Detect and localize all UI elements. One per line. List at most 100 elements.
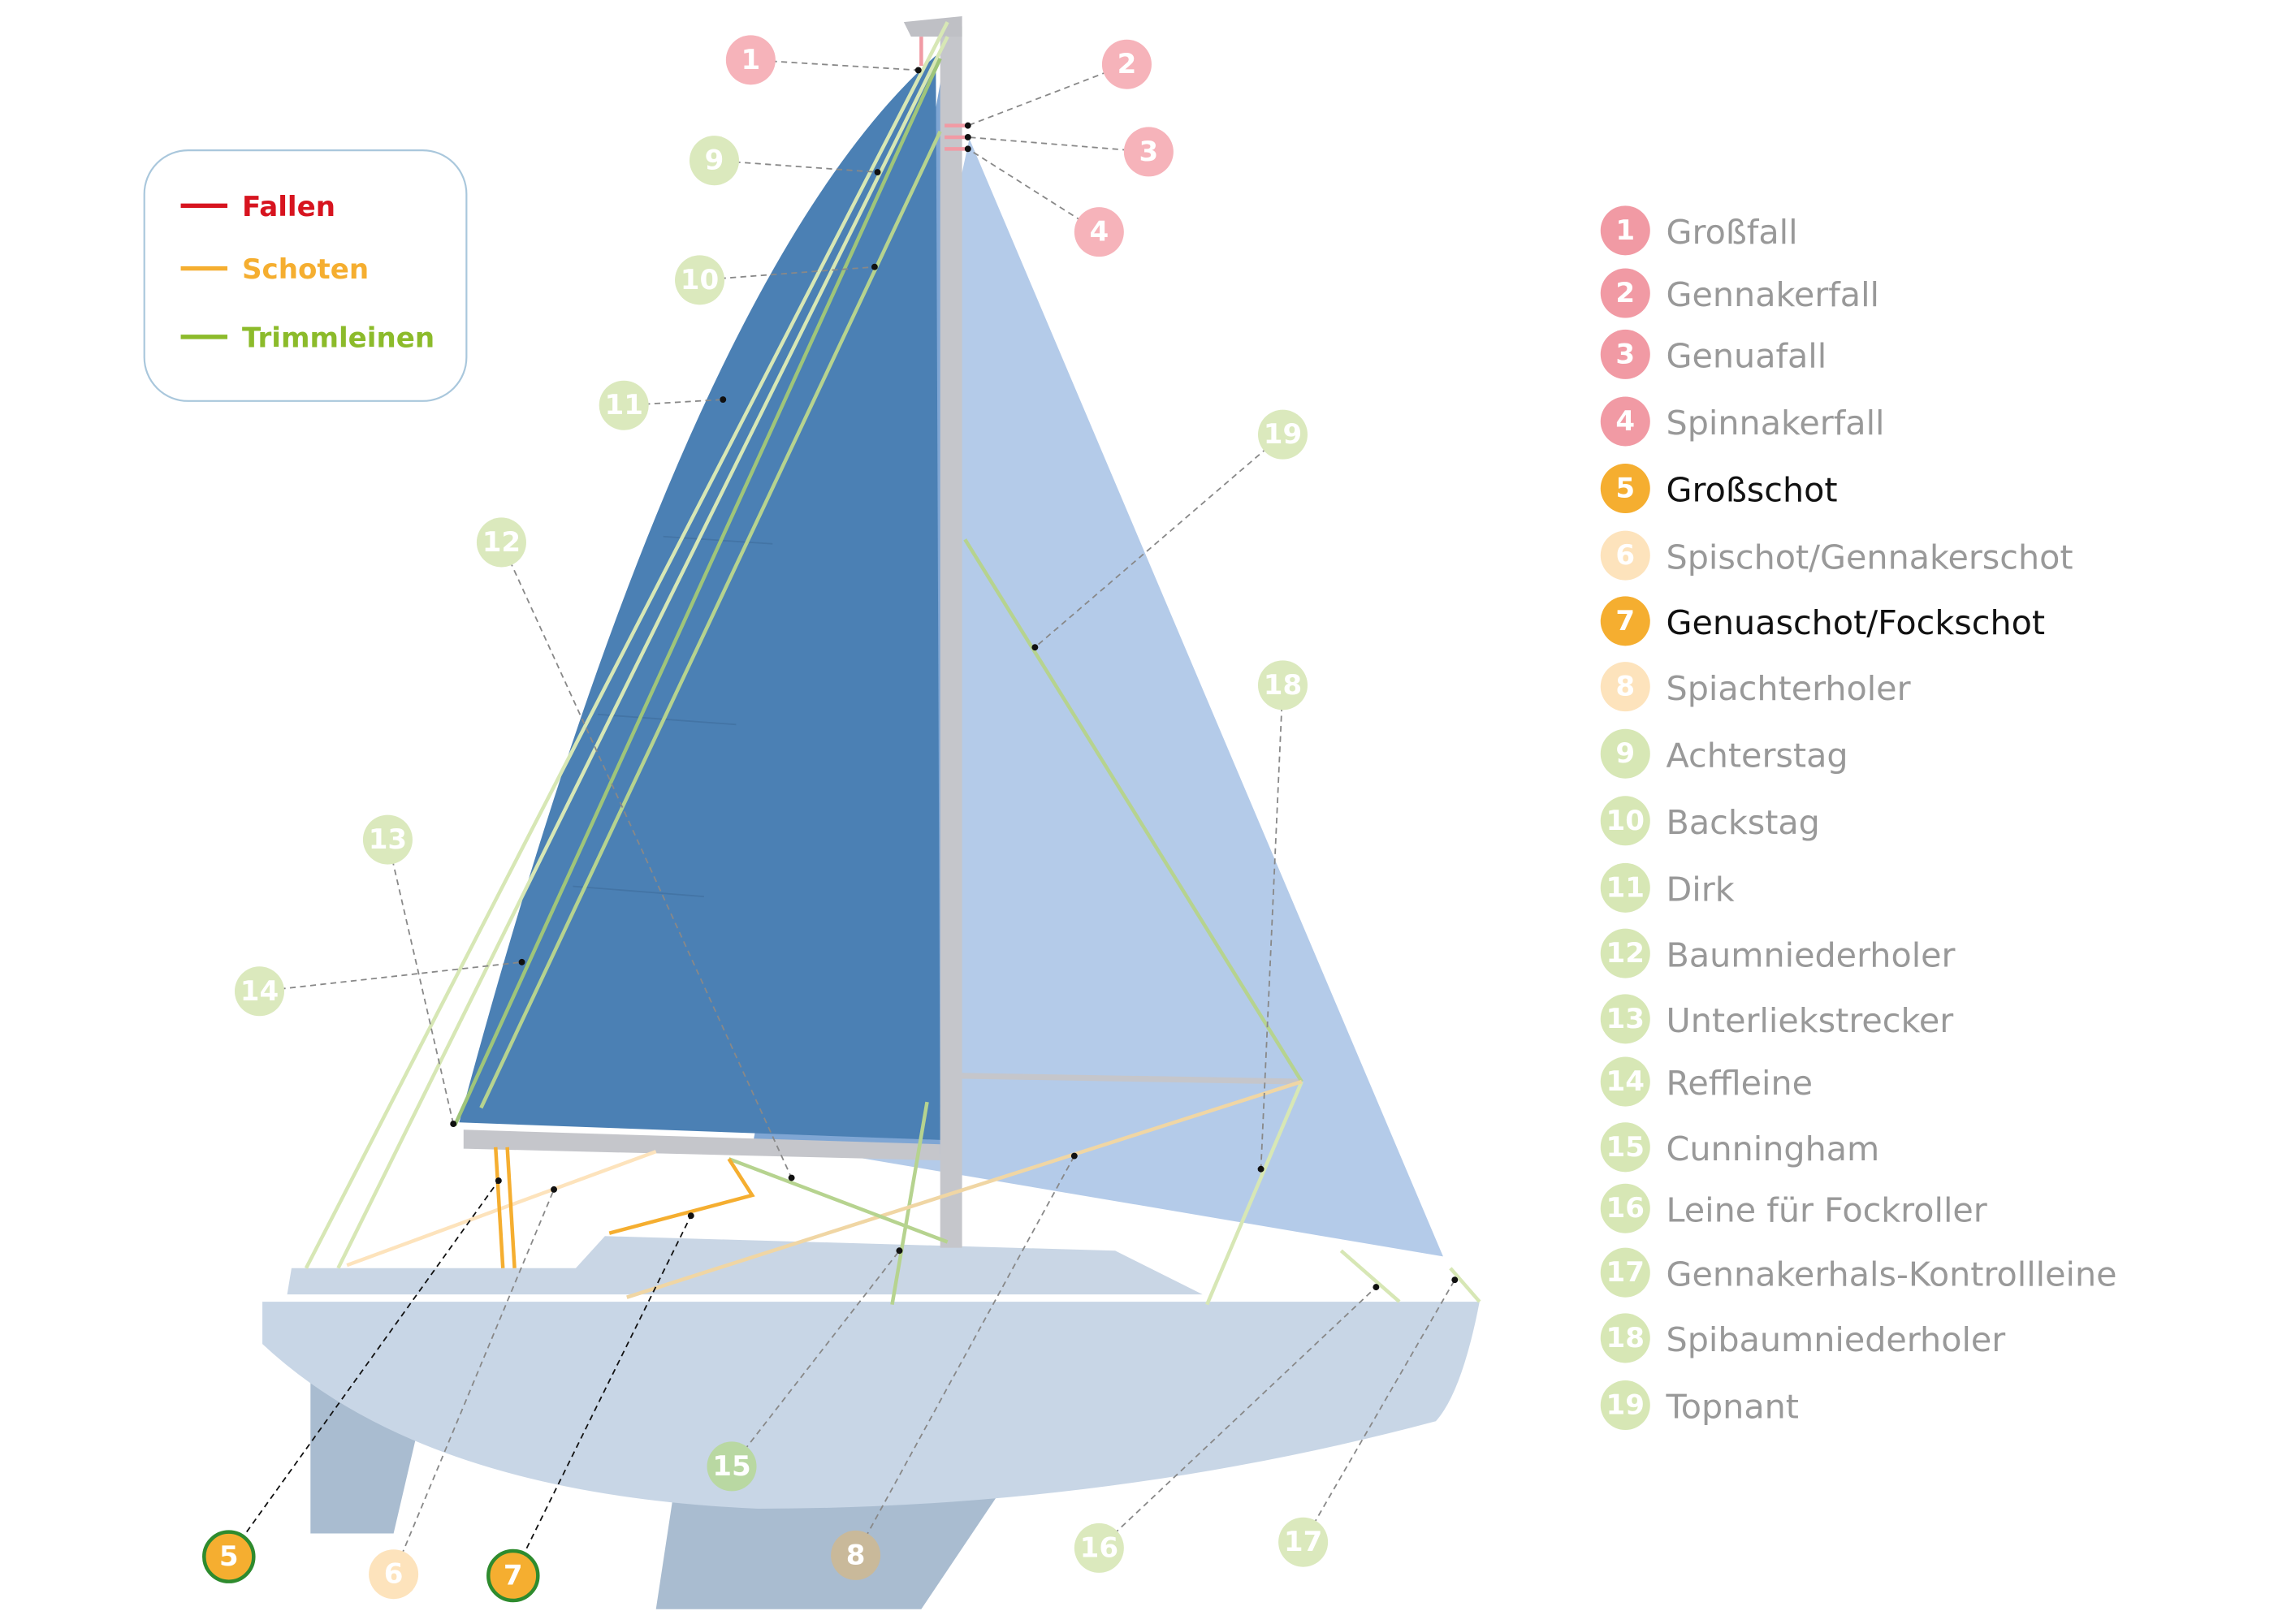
legend-label: Trimmleinen: [242, 322, 434, 354]
badge-number: 3: [1615, 338, 1635, 370]
badge-number: 9: [1615, 737, 1635, 770]
anchor-point: [964, 122, 971, 129]
callout-13: 13: [362, 814, 413, 865]
leader-line: [967, 148, 1100, 233]
callout-badge: [234, 966, 284, 1017]
anchor-point: [914, 67, 922, 74]
callout-2: 2: [1101, 39, 1152, 89]
anchor-point: [1373, 1284, 1380, 1291]
callout-number: 1: [741, 44, 760, 76]
number-badge: [1600, 662, 1650, 712]
anchor-point: [788, 1174, 795, 1181]
item-label: Spibaumniederholer: [1667, 1320, 2006, 1359]
anchor-point: [964, 145, 971, 153]
badge-number: 14: [1606, 1065, 1645, 1098]
mast-top: [903, 16, 962, 37]
leader-line: [1034, 434, 1284, 648]
item-label: Genuafall: [1667, 337, 1827, 376]
rudder: [655, 1494, 999, 1609]
leader-line: [750, 58, 919, 71]
item-label: Gennakerhals-Kontrollleine: [1667, 1255, 2117, 1294]
leader-line: [1260, 685, 1284, 1169]
anchor-point: [518, 958, 525, 965]
number-badge: [1600, 329, 1650, 379]
spinnaker-pole: [962, 1073, 1302, 1085]
callout-10: 10: [675, 255, 725, 305]
leader-line: [228, 1180, 499, 1557]
callout-badge: [1074, 1522, 1124, 1573]
anchor-point: [874, 169, 881, 176]
callout-number: 10: [681, 264, 719, 296]
number-badge: [1600, 1380, 1650, 1431]
anchor-point: [896, 1247, 903, 1255]
callout-badge: [1257, 660, 1308, 710]
item-label: Topnant: [1666, 1388, 1799, 1427]
callout-badge: [1278, 1517, 1329, 1567]
item-label: Unterliekstrecker: [1667, 1001, 1954, 1040]
badge-number: 15: [1606, 1131, 1645, 1164]
callout-19: 19: [1257, 409, 1308, 460]
callout-badge: [725, 35, 776, 85]
leader-line: [714, 159, 878, 173]
badge-number: 10: [1606, 805, 1645, 837]
callout-1: 1: [725, 35, 776, 85]
leader-line: [1098, 1286, 1377, 1549]
anchor-point: [495, 1177, 502, 1185]
item-label: Backstag: [1667, 803, 1820, 842]
item-label: Cunningham: [1667, 1129, 1880, 1168]
callout-badge: [202, 1530, 256, 1583]
badge-number: 16: [1606, 1192, 1645, 1224]
anchor-point: [964, 134, 971, 140]
item-label: Achterstag: [1667, 736, 1848, 775]
anchor-point: [450, 1121, 457, 1128]
list-item: 14 Reffleine: [1600, 1056, 1814, 1107]
callout-number: 7: [504, 1560, 523, 1592]
list-item: 3 Genuafall: [1600, 329, 1827, 379]
anchor-point: [1070, 1152, 1078, 1160]
badge-number: 2: [1615, 277, 1635, 309]
callout-8: 8: [831, 1530, 881, 1580]
number-badge: [1600, 464, 1650, 514]
leader-line: [259, 961, 522, 992]
number-badge: [1600, 862, 1650, 913]
item-label: Leine für Fockroller: [1667, 1190, 1987, 1229]
mast: [940, 26, 962, 1248]
callout-badge: [689, 136, 739, 186]
number-badge: [1600, 1122, 1650, 1173]
callout-number: 11: [604, 389, 642, 421]
callout-badge: [707, 1441, 757, 1492]
callout-badge: [486, 1548, 540, 1603]
badge-number: 11: [1606, 871, 1645, 904]
number-badge: [1600, 928, 1650, 978]
leader-line: [854, 1155, 1075, 1556]
item-label: Reffleine: [1667, 1064, 1814, 1103]
callout-11: 11: [599, 380, 649, 430]
number-badge: [1600, 994, 1650, 1044]
callout-12: 12: [476, 517, 526, 568]
callout-5: 5: [202, 1530, 256, 1583]
leader-line: [699, 266, 875, 281]
callout-3: 3: [1123, 127, 1174, 177]
leader-line: [387, 839, 455, 1125]
callout-7: 7: [486, 1548, 540, 1603]
callout-badge: [476, 517, 526, 568]
callout-14: 14: [234, 966, 284, 1017]
callout-badge: [369, 1549, 419, 1600]
item-label: Spiachterholer: [1667, 669, 1911, 708]
number-badge: [1600, 728, 1650, 779]
item-label: Genuaschot/Fockschot: [1667, 603, 2045, 642]
number-badge: [1600, 1313, 1650, 1363]
callout-number: 6: [384, 1558, 404, 1591]
callout-number: 2: [1118, 48, 1137, 80]
callout-badge: [831, 1530, 881, 1580]
badge-number: 5: [1615, 473, 1635, 505]
anchor-point: [551, 1186, 557, 1193]
